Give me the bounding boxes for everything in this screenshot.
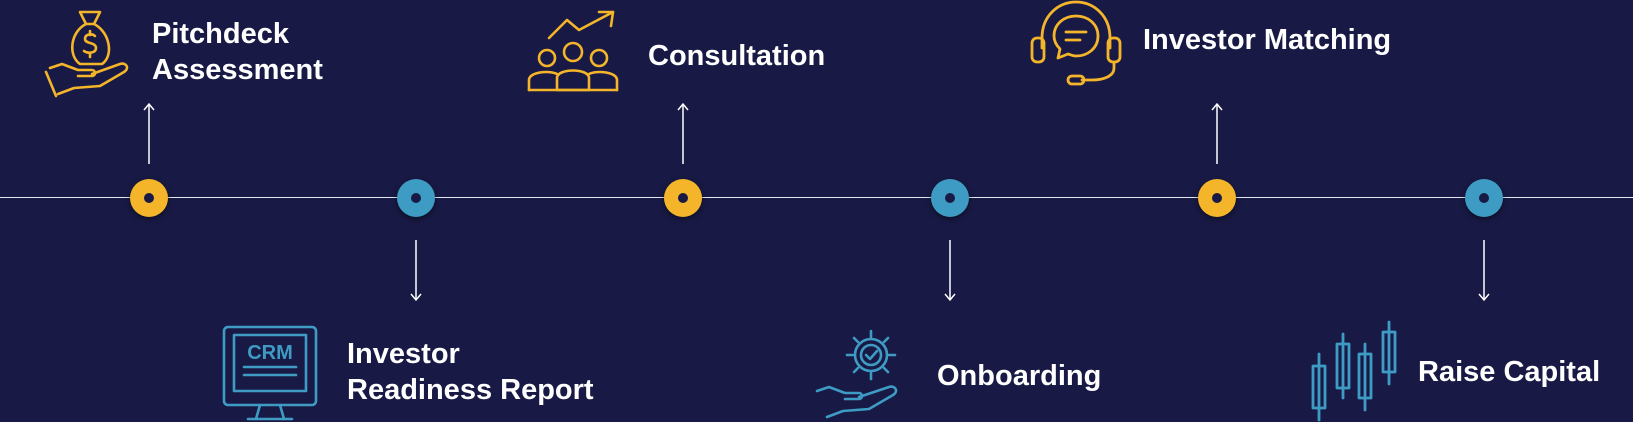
label-line: Pitchdeck bbox=[152, 18, 289, 50]
down-arrow-icon bbox=[410, 240, 422, 302]
down-arrow-icon bbox=[944, 240, 956, 302]
timeline-node-pitchdeck bbox=[130, 179, 168, 217]
up-arrow-icon bbox=[1211, 102, 1223, 164]
step-label-investor-matching: Investor Matching bbox=[1143, 24, 1392, 56]
timeline-node-readiness-report bbox=[397, 179, 435, 217]
crm-icon-text: CRM bbox=[247, 342, 293, 364]
up-arrow-icon bbox=[677, 102, 689, 164]
candlestick-chart-icon bbox=[1311, 320, 1397, 422]
headset-chat-icon bbox=[1030, 0, 1122, 86]
up-arrow-icon bbox=[143, 102, 155, 164]
label-line: Readiness Report bbox=[347, 374, 594, 406]
label-line: Investor bbox=[347, 338, 460, 370]
timeline-node-consultation bbox=[664, 179, 702, 217]
timeline-node-onboarding bbox=[931, 179, 969, 217]
timeline-node-investor-matching bbox=[1198, 179, 1236, 217]
crm-monitor-icon: CRM bbox=[222, 325, 318, 421]
down-arrow-icon bbox=[1478, 240, 1490, 302]
money-bag-hand-icon bbox=[44, 10, 129, 98]
team-growth-icon bbox=[527, 10, 619, 92]
step-label-consultation: Consultation bbox=[648, 40, 826, 72]
step-label-raise-capital: Raise Capital bbox=[1418, 356, 1601, 388]
step-label-onboarding: Onboarding bbox=[937, 360, 1102, 392]
timeline-line bbox=[0, 197, 1633, 198]
label-line: Assessment bbox=[152, 54, 323, 86]
step-label-pitchdeck: Pitchdeck Assessment bbox=[152, 16, 323, 88]
step-label-readiness-report: Investor Readiness Report bbox=[347, 336, 594, 408]
gear-hand-icon bbox=[815, 329, 898, 419]
timeline-node-raise-capital bbox=[1465, 179, 1503, 217]
